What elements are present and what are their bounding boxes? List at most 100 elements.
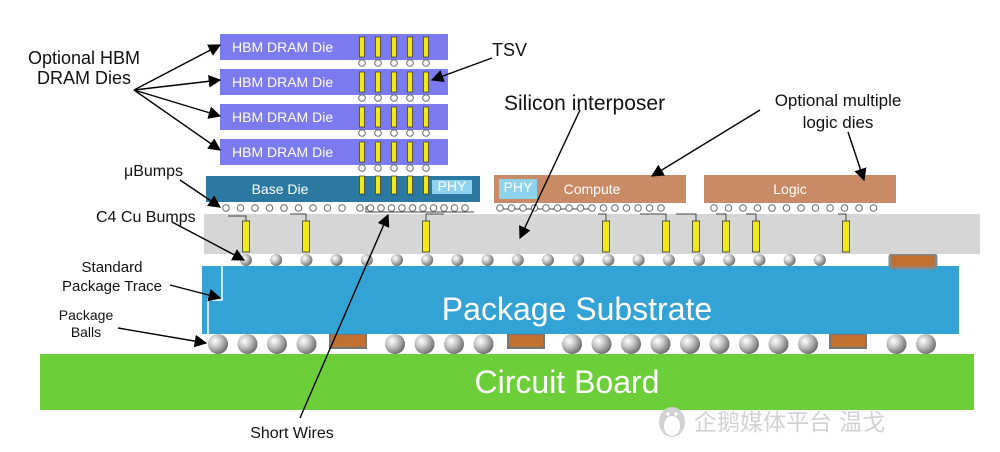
- interposer-tsv: [692, 220, 700, 253]
- solder-pad: [507, 333, 545, 349]
- microbump: [634, 204, 642, 212]
- tsv: [407, 106, 413, 128]
- microbump: [280, 204, 288, 212]
- tsv: [375, 141, 381, 163]
- package-ball: [680, 334, 700, 354]
- microbump: [739, 204, 747, 212]
- microbump: [358, 129, 366, 137]
- callout-arrows: [117, 44, 867, 419]
- package-ball: [444, 334, 464, 354]
- microbump: [294, 204, 303, 212]
- package-ball: [768, 334, 789, 354]
- short-wire: [640, 213, 667, 221]
- label-standard-trace-1: Standard: [82, 259, 143, 276]
- label-short-wires: Short Wires: [250, 425, 334, 442]
- short-wire: [716, 213, 727, 221]
- microbump: [390, 164, 398, 172]
- short-wire: [365, 206, 474, 213]
- tsv: [375, 36, 381, 58]
- microbump: [599, 204, 608, 212]
- microbump: [422, 94, 430, 102]
- microbump: [553, 204, 562, 212]
- package-ball: [296, 334, 317, 354]
- c4-bump: [572, 254, 585, 266]
- microbump: [387, 204, 396, 212]
- label-optional-hbm-1: Optional HBM: [28, 48, 140, 68]
- watermark-text: 企鹅媒体平台 温戈: [694, 410, 885, 436]
- microbump: [826, 204, 834, 212]
- short-wire: [290, 213, 307, 221]
- microbump: [222, 204, 230, 212]
- microbump: [408, 204, 417, 212]
- phy-right-label: PHY: [504, 179, 533, 195]
- interposer-tsv: [722, 220, 730, 253]
- package-ball: [237, 334, 258, 354]
- microbump: [406, 164, 414, 172]
- c4-bump: [330, 254, 343, 266]
- c4-bump: [813, 254, 826, 266]
- microbump: [782, 204, 791, 212]
- microbump: [374, 164, 382, 172]
- base-die-label: Base Die: [252, 181, 309, 197]
- package-ball: [385, 334, 405, 354]
- label-c4-bumps: C4 Cu Bumps: [96, 209, 196, 226]
- microbump: [496, 204, 504, 212]
- microbump: [622, 204, 631, 212]
- microbump: [768, 204, 776, 212]
- microbump: [358, 164, 366, 172]
- microbump: [869, 204, 878, 212]
- tsv: [359, 71, 365, 93]
- package-ball: [208, 334, 228, 354]
- microbump: [840, 204, 849, 212]
- tsv: [375, 175, 381, 195]
- label-standard-trace-2: Package Trace: [62, 278, 162, 295]
- microbump: [356, 204, 364, 212]
- label-ubumps: μBumps: [124, 163, 183, 180]
- tsv: [391, 141, 397, 163]
- c4-bump: [542, 254, 554, 266]
- tsv: [407, 71, 413, 93]
- microbump: [724, 204, 733, 212]
- microbump: [542, 204, 550, 212]
- tsv: [423, 71, 429, 93]
- label-optional-logic-2: logic dies: [803, 113, 874, 132]
- microbump: [710, 204, 718, 212]
- package-ball: [562, 334, 582, 354]
- label-silicon-interposer: Silicon interposer: [504, 92, 665, 115]
- label-package-balls-1: Package: [59, 307, 114, 323]
- tsv: [407, 175, 413, 195]
- package-ball: [591, 334, 612, 354]
- microbump: [323, 204, 332, 212]
- microbump: [657, 204, 665, 212]
- short-wire: [746, 213, 757, 221]
- c4-bump: [511, 254, 524, 266]
- circuit-board: [40, 354, 974, 410]
- tsv: [359, 106, 365, 128]
- c4-bump: [783, 254, 796, 266]
- microbump: [398, 204, 406, 212]
- package-ball: [709, 334, 730, 354]
- microbump: [377, 204, 385, 212]
- c4-bump: [602, 254, 615, 266]
- short-wire: [676, 213, 697, 221]
- penguin-icon: [659, 407, 685, 437]
- tsv: [423, 175, 429, 195]
- package-ball: [798, 334, 818, 354]
- microbump: [390, 59, 398, 67]
- microbump: [588, 204, 596, 212]
- phy-left: [432, 180, 472, 194]
- microbump: [440, 204, 448, 212]
- microbump: [507, 204, 516, 212]
- tsv: [391, 106, 397, 128]
- microbump: [390, 94, 398, 102]
- c4-bump: [300, 254, 313, 266]
- microbump: [374, 129, 382, 137]
- logic-die-label: Logic: [773, 181, 806, 197]
- c4-bump: [451, 254, 464, 266]
- c4-bump: [391, 254, 403, 266]
- package-substrate-label: Package Substrate: [442, 291, 712, 327]
- watermark: 企鹅媒体平台 温戈: [659, 407, 885, 437]
